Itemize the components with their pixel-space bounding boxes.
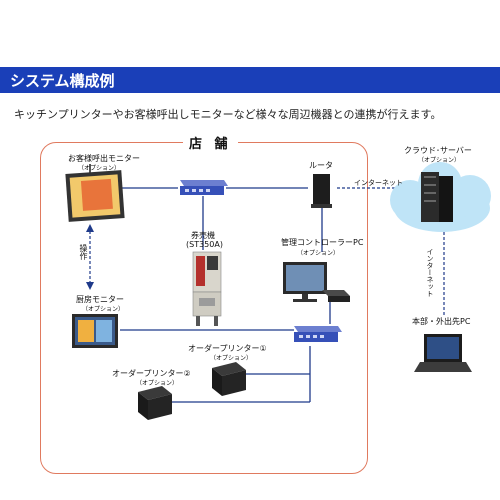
customer-monitor-icon: [65, 164, 125, 222]
kitchen-monitor-option: （オプション）: [82, 306, 125, 313]
router-label: ルータ: [309, 161, 333, 170]
server-rack-icon: [421, 172, 453, 222]
cloud-server-label: クラウド･サーバー: [404, 146, 472, 155]
section-title: システム構成例: [10, 72, 115, 90]
order-printer-1-label: オーダープリンター①: [188, 344, 267, 353]
network-hub-top-icon: [180, 180, 228, 195]
order-printer-2-icon: [138, 386, 172, 420]
order-printer-1-option: （オプション）: [210, 355, 253, 362]
router-icon: [311, 174, 332, 208]
network-hub-bottom-icon: [294, 326, 342, 342]
kitchen-monitor-label: 厨房モニター: [76, 295, 124, 304]
laptop-icon: [414, 334, 472, 372]
section-header: システム構成例: [0, 67, 500, 93]
ticket-machine-label: 券売機: [191, 231, 215, 240]
order-printer-1-icon: [212, 362, 246, 396]
ticket-machine-model: (ST350A): [186, 240, 223, 249]
operation-label: 操作: [79, 244, 88, 260]
controller-pc-icon: [283, 262, 350, 302]
order-printer-2-option: （オプション）: [136, 380, 179, 387]
kitchen-monitor-icon: [72, 314, 118, 348]
controller-pc-label: 管理コントローラーPC: [281, 238, 364, 247]
customer-monitor-option: （オプション）: [78, 165, 121, 172]
cloud-server-option: （オプション）: [418, 157, 461, 164]
dashed-lines: [89, 187, 445, 316]
operation-arrow-down-icon: [86, 282, 94, 290]
customer-monitor-label: お客様呼出モニター: [68, 154, 140, 163]
internet-label-horizontal: インターネット: [354, 179, 403, 187]
internet-label-vertical: インターネット: [426, 248, 434, 297]
order-printer-2-label: オーダープリンター②: [112, 369, 191, 378]
network-lines: [120, 187, 331, 403]
ticket-machine-icon: [192, 251, 222, 326]
hq-pc-label: 本部・外出先PC: [412, 317, 471, 326]
controller-pc-option: （オプション）: [297, 250, 340, 257]
store-title: 店 舗: [183, 133, 238, 152]
page-subtitle: キッチンプリンターやお客様呼出しモニターなど様々な周辺機器との連携が行えます。: [14, 108, 442, 121]
operation-arrow-up-icon: [86, 224, 94, 232]
